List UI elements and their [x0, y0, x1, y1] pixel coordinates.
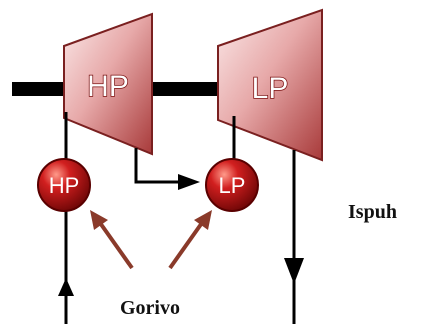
lp-turbine	[217, 8, 323, 162]
hp-combustor-label: HP	[49, 173, 80, 198]
hp-to-lp-arrow-icon	[178, 174, 200, 190]
lp-combustor	[205, 158, 259, 212]
hp-to-lp-line	[134, 148, 196, 184]
hp-combustor	[37, 158, 91, 212]
inlet-arrow-icon	[58, 278, 74, 296]
fuel-arrow-lp-icon	[168, 210, 212, 270]
exhaust-label: Ispuh	[348, 201, 397, 223]
lp-combustor-label: LP	[219, 173, 246, 198]
exhaust-arrow-icon	[284, 258, 304, 284]
hp-turbine	[63, 12, 153, 156]
hp-turbine-label: HP	[87, 70, 129, 103]
fuel-label: Gorivo	[120, 297, 180, 319]
lp-turbine-label: LP	[252, 72, 289, 105]
fuel-arrow-hp-icon	[90, 210, 134, 270]
